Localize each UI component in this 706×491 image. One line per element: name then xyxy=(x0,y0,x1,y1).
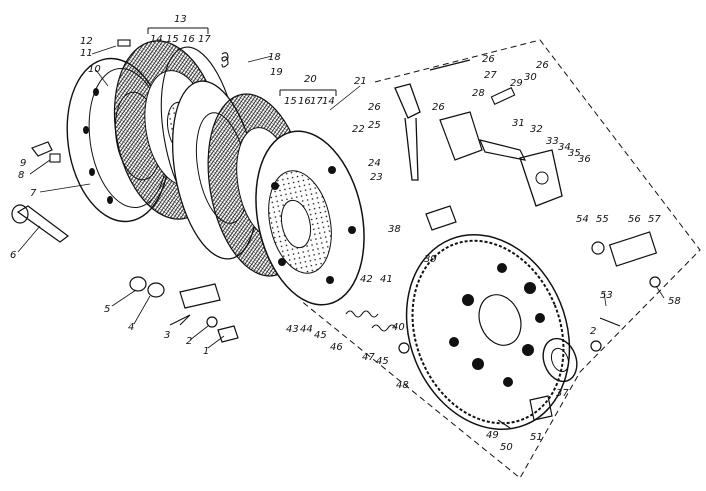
label-23: 23 xyxy=(370,172,383,183)
label-17b: 17 xyxy=(310,96,323,107)
label-21: 21 xyxy=(354,76,367,87)
label-13: 13 xyxy=(174,14,187,25)
release-lever-assembly xyxy=(394,59,527,181)
label-29: 29 xyxy=(510,78,523,89)
label-11: 11 xyxy=(80,48,93,59)
label-49: 49 xyxy=(486,430,499,441)
pressure-plate-cover xyxy=(255,130,365,306)
label-38: 38 xyxy=(388,224,401,235)
part-labels: 1 2 2 3 4 5 6 7 8 9 10 11 12 13 14 15 16… xyxy=(10,14,681,453)
label-45a: 45 xyxy=(314,330,327,341)
label-36: 36 xyxy=(578,154,591,165)
label-26b: 26 xyxy=(368,102,381,113)
label-26c: 26 xyxy=(432,102,445,113)
label-28: 28 xyxy=(472,88,485,99)
callout-brackets xyxy=(147,27,337,326)
label-15: 15 xyxy=(166,34,179,45)
label-12: 12 xyxy=(80,36,93,47)
springs xyxy=(221,52,410,354)
label-22: 22 xyxy=(352,124,365,135)
label-56: 56 xyxy=(628,214,641,225)
flywheel-bolt-holes xyxy=(83,88,113,204)
label-55: 55 xyxy=(596,214,609,225)
label-6: 6 xyxy=(10,250,16,261)
label-25: 25 xyxy=(368,120,381,131)
label-20: 20 xyxy=(304,74,317,85)
label-40: 40 xyxy=(392,322,405,333)
label-14b: 14 xyxy=(322,96,335,107)
label-9: 9 xyxy=(20,158,26,169)
label-16: 16 xyxy=(182,34,195,45)
label-17: 17 xyxy=(198,34,211,45)
label-50: 50 xyxy=(500,442,513,453)
label-45b: 45 xyxy=(376,356,389,367)
label-57: 57 xyxy=(648,214,661,225)
label-58: 58 xyxy=(668,296,681,307)
label-8: 8 xyxy=(18,170,24,181)
label-4: 4 xyxy=(128,322,134,333)
dashed-boundary xyxy=(299,39,701,479)
label-53: 53 xyxy=(600,290,613,301)
label-31: 31 xyxy=(512,118,525,129)
label-27: 27 xyxy=(484,70,497,81)
label-26a: 26 xyxy=(482,54,495,65)
leader-lines xyxy=(17,45,665,349)
label-47: 47 xyxy=(362,352,375,363)
label-44: 44 xyxy=(300,324,313,335)
label-14: 14 xyxy=(150,34,163,45)
label-54: 54 xyxy=(576,214,589,225)
label-24: 24 xyxy=(368,158,381,169)
hub-ring xyxy=(542,337,578,383)
label-18: 18 xyxy=(268,52,281,63)
label-15b: 15 xyxy=(284,96,297,107)
label-34: 34 xyxy=(558,142,571,153)
label-7: 7 xyxy=(30,188,37,199)
label-32: 32 xyxy=(530,124,543,135)
label-10: 10 xyxy=(88,64,101,75)
label-2b: 2 xyxy=(590,326,596,337)
label-37: 37 xyxy=(556,388,569,399)
label-51: 51 xyxy=(530,432,543,443)
label-5: 5 xyxy=(104,304,110,315)
bracket-33 xyxy=(519,149,563,207)
label-26d: 26 xyxy=(536,60,549,71)
label-43: 43 xyxy=(286,324,299,335)
disc-windows xyxy=(449,263,545,387)
label-35: 35 xyxy=(568,148,581,159)
small-parts xyxy=(11,39,661,429)
label-3: 3 xyxy=(164,330,170,341)
label-48: 48 xyxy=(396,380,409,391)
label-30: 30 xyxy=(524,72,537,83)
label-41: 41 xyxy=(380,274,393,285)
label-19: 19 xyxy=(270,67,283,78)
label-33: 33 xyxy=(546,136,559,147)
label-1: 1 xyxy=(203,346,209,357)
label-2: 2 xyxy=(186,336,192,347)
label-42: 42 xyxy=(360,274,373,285)
label-16b: 16 xyxy=(298,96,311,107)
label-39: 39 xyxy=(424,254,437,265)
driven-disc-large xyxy=(405,234,571,430)
label-46: 46 xyxy=(330,342,343,353)
